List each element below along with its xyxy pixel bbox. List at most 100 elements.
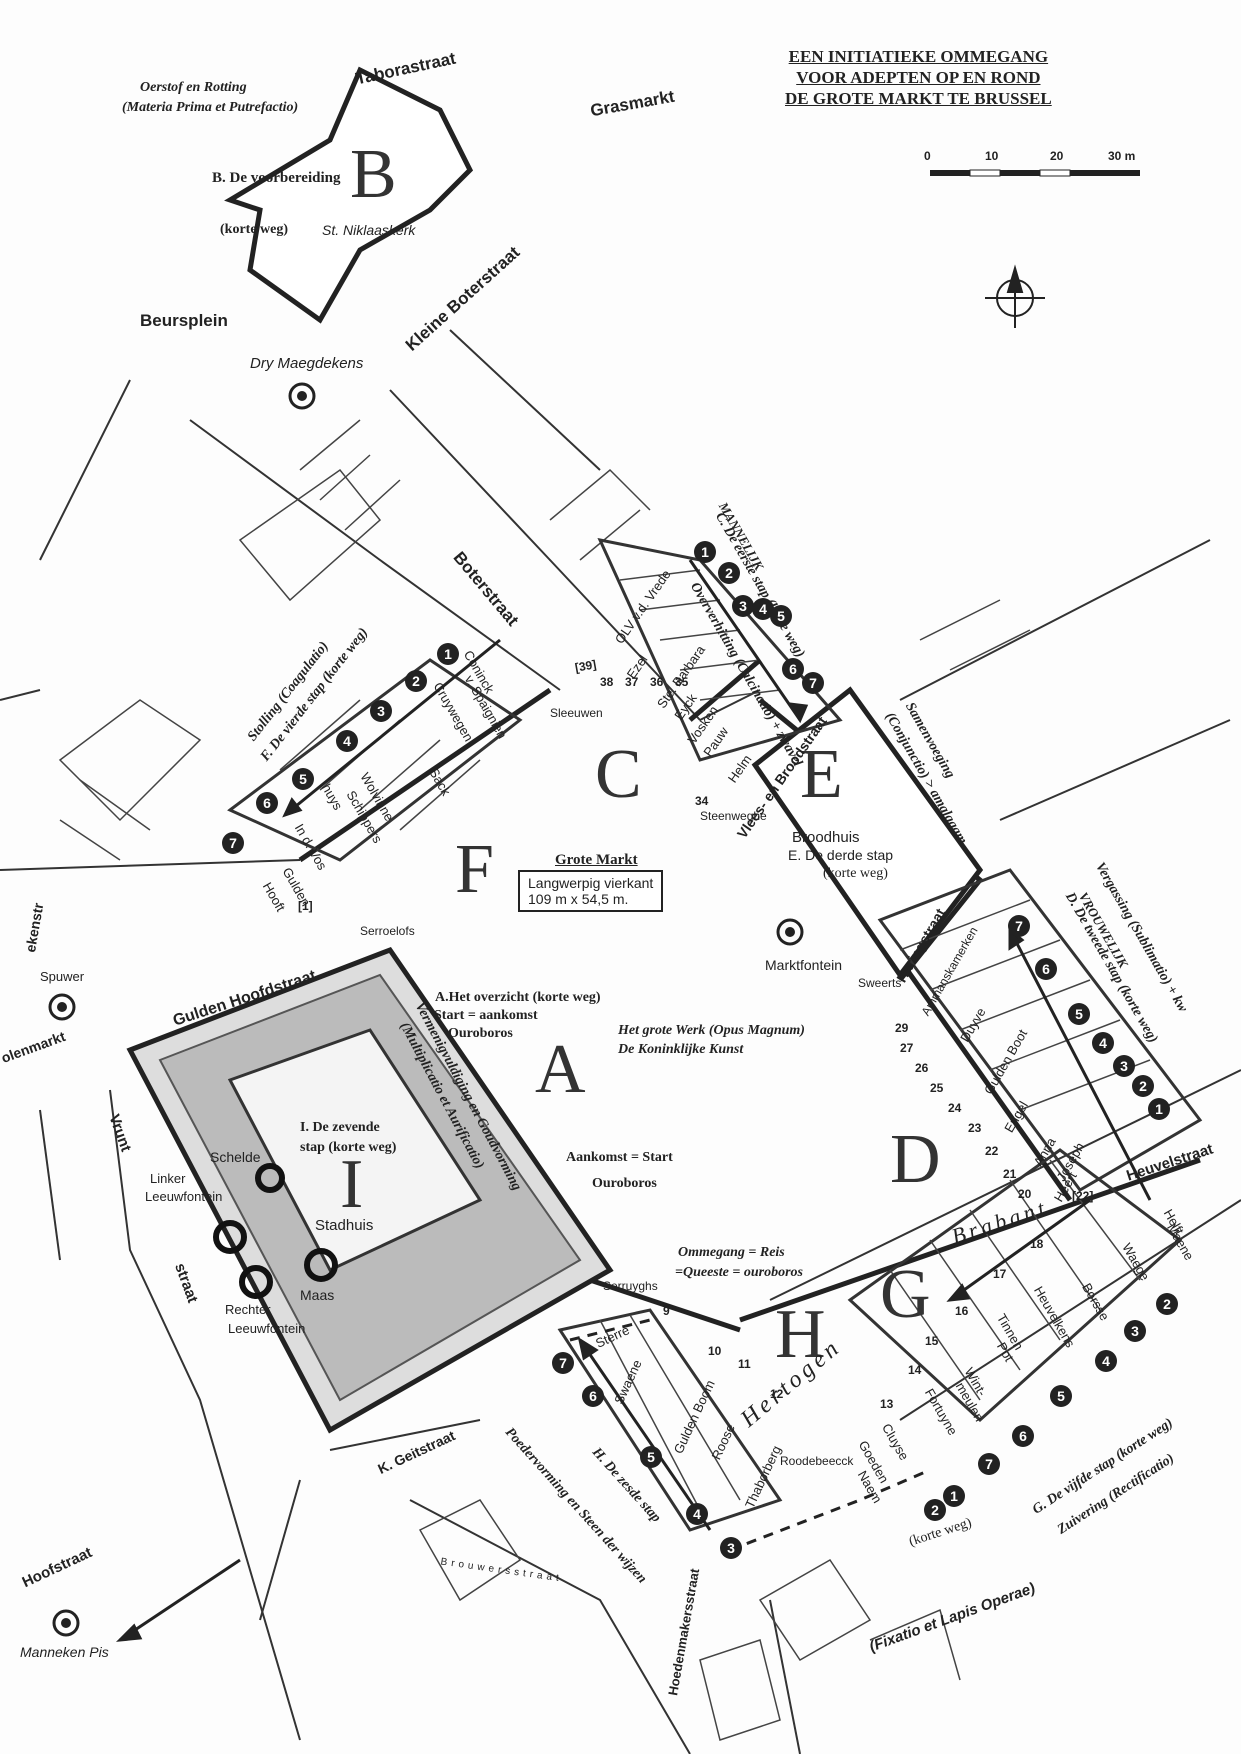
north-arrow-icon [985, 264, 1045, 328]
house-number: 38 [600, 675, 614, 689]
caption-ommegang2: =Queeste = ouroboros [675, 1265, 803, 1280]
route-c [688, 658, 762, 722]
step-marker-f-4: 4 [336, 730, 358, 752]
street-edge [329, 1419, 481, 1451]
step-marker-c-6: 6 [782, 658, 804, 680]
step-marker-d-4: 4 [1092, 1032, 1114, 1054]
place-spuwer: Spuwer [40, 969, 85, 984]
house-number: 25 [930, 1081, 944, 1095]
house-number: 13 [880, 1397, 894, 1411]
step-marker-c-4: 4 [752, 598, 774, 620]
house-number: 34 [695, 794, 709, 808]
grote-markt-dimensions-box: Langwerpig vierkant 109 m x 54,5 m. [518, 870, 664, 912]
street-edge [259, 1479, 301, 1621]
place-stadhuis: Stadhuis [315, 1217, 374, 1234]
fountain-icon [48, 993, 76, 1021]
step-marker-g-2b: 2 [924, 1499, 946, 1521]
scale-tick: 0 [924, 149, 931, 163]
house-number: 12 [770, 1387, 784, 1401]
house-number: 36 [650, 675, 664, 689]
fountain-icon [776, 918, 804, 946]
caption-center1: Het grote Werk (Opus Magnum) [618, 1023, 805, 1038]
caption-i-line1: I. De zevende [300, 1120, 380, 1135]
step-marker-h-6: 6 [582, 1385, 604, 1407]
place-steenweghe: Steenweghe [700, 809, 767, 823]
house-number: 16 [955, 1304, 969, 1318]
step-marker-g-5: 5 [1050, 1385, 1072, 1407]
street-edge [999, 719, 1231, 821]
fountain-icon [288, 382, 316, 410]
caption-i-line2: stap (korte weg) [300, 1140, 397, 1155]
step-marker-h-7: 7 [552, 1352, 574, 1374]
zone-h: H [775, 1296, 826, 1373]
scale-tick: 30 m [1108, 149, 1136, 163]
zone-e: E [800, 736, 843, 813]
step-marker-h-3: 3 [720, 1537, 742, 1559]
house-number: 15 [925, 1334, 939, 1348]
step-marker-g-6: 6 [1012, 1425, 1034, 1447]
route-d [897, 958, 1073, 1202]
place-rechter-b: Leeuwfontein [228, 1321, 306, 1336]
caption-b-line1: B. De voorbereiding [212, 170, 341, 186]
house-number: 18 [1030, 1237, 1044, 1251]
house-number: 10 [708, 1344, 722, 1358]
caption-center2: De Koninklijke Kunst [618, 1042, 744, 1057]
caption-e-line4: (korte weg) [823, 866, 888, 881]
place-linker-b: Leeuwfontein [145, 1189, 223, 1204]
place-rechter-a: Rechter [225, 1302, 271, 1317]
zone-f: F [455, 831, 494, 908]
scale-tick: 10 [985, 149, 999, 163]
markt-box-line2: 109 m x 54,5 m. [528, 891, 629, 907]
place-dry-maegdekens: Dry Maegdekens [250, 355, 364, 372]
place-sleeuwen: Sleeuwen [550, 706, 603, 720]
caption-a-line2: Start = aankomst [434, 1008, 538, 1023]
kerk-outline [224, 66, 474, 324]
caption-ouroboros2: Ouroboros [592, 1176, 657, 1191]
step-marker-f-7: 7 [222, 832, 244, 854]
caption-b-line2: (korte weg) [220, 222, 289, 237]
maas-fountain-icon [304, 1248, 338, 1282]
linker-leeuwfontein-icon [213, 1220, 247, 1254]
house-number: 37 [625, 675, 639, 689]
caption-e-line3: E. De derde stap [788, 847, 894, 863]
step-marker-h-5: 5 [640, 1446, 662, 1468]
street-edge [769, 1069, 1241, 1301]
house-number: [22] [1072, 1189, 1094, 1203]
step-marker-g-4: 4 [1095, 1350, 1117, 1372]
step-marker-c-7: 7 [802, 672, 824, 694]
caption-b-top2: (Materia Prima et Putrefactio) [122, 100, 299, 115]
place-schelde: Schelde [210, 1149, 261, 1165]
zone-g: G [880, 1256, 931, 1333]
street-edge [389, 389, 701, 721]
street-edge [449, 329, 601, 471]
street-beursplein: Beursplein [140, 311, 228, 330]
step-marker-f-5: 5 [292, 768, 314, 790]
street-edge [0, 689, 41, 701]
step-marker-g-1: 1 [943, 1485, 965, 1507]
step-marker-f-2: 2 [405, 670, 427, 692]
schelde-fountain-icon [255, 1163, 285, 1193]
street-edge [409, 1499, 691, 1754]
place-manneken-pis: Manneken Pis [20, 1644, 109, 1660]
house-number: 26 [915, 1061, 929, 1075]
street-edge [699, 689, 761, 721]
place-grote-markt: Grote Markt [555, 852, 638, 868]
place-broodhuis: Broodhuis [792, 829, 860, 846]
street-edge [0, 859, 301, 871]
caption-a-line1: A.Het overzicht (korte weg) [435, 990, 601, 1005]
step-marker-d-5: 5 [1068, 1003, 1090, 1025]
step-marker-c-5: 5 [770, 605, 792, 627]
caption-a-line3: Ouroboros [448, 1026, 513, 1041]
step-marker-d-2: 2 [1132, 1075, 1154, 1097]
street-edge [769, 1599, 801, 1754]
step-marker-d-3: 3 [1113, 1055, 1135, 1077]
place-maas: Maas [300, 1287, 335, 1303]
step-marker-c-1: 1 [694, 541, 716, 563]
rechter-leeuwfontein-icon [239, 1265, 273, 1299]
map-title: EEN INITIATIEKE OMMEGANG VOOR ADEPTEN OP… [785, 47, 1052, 108]
house-number: 21 [1003, 1167, 1017, 1181]
place-serroelofs: Serroelofs [360, 924, 415, 938]
house-number: 23 [968, 1121, 982, 1135]
